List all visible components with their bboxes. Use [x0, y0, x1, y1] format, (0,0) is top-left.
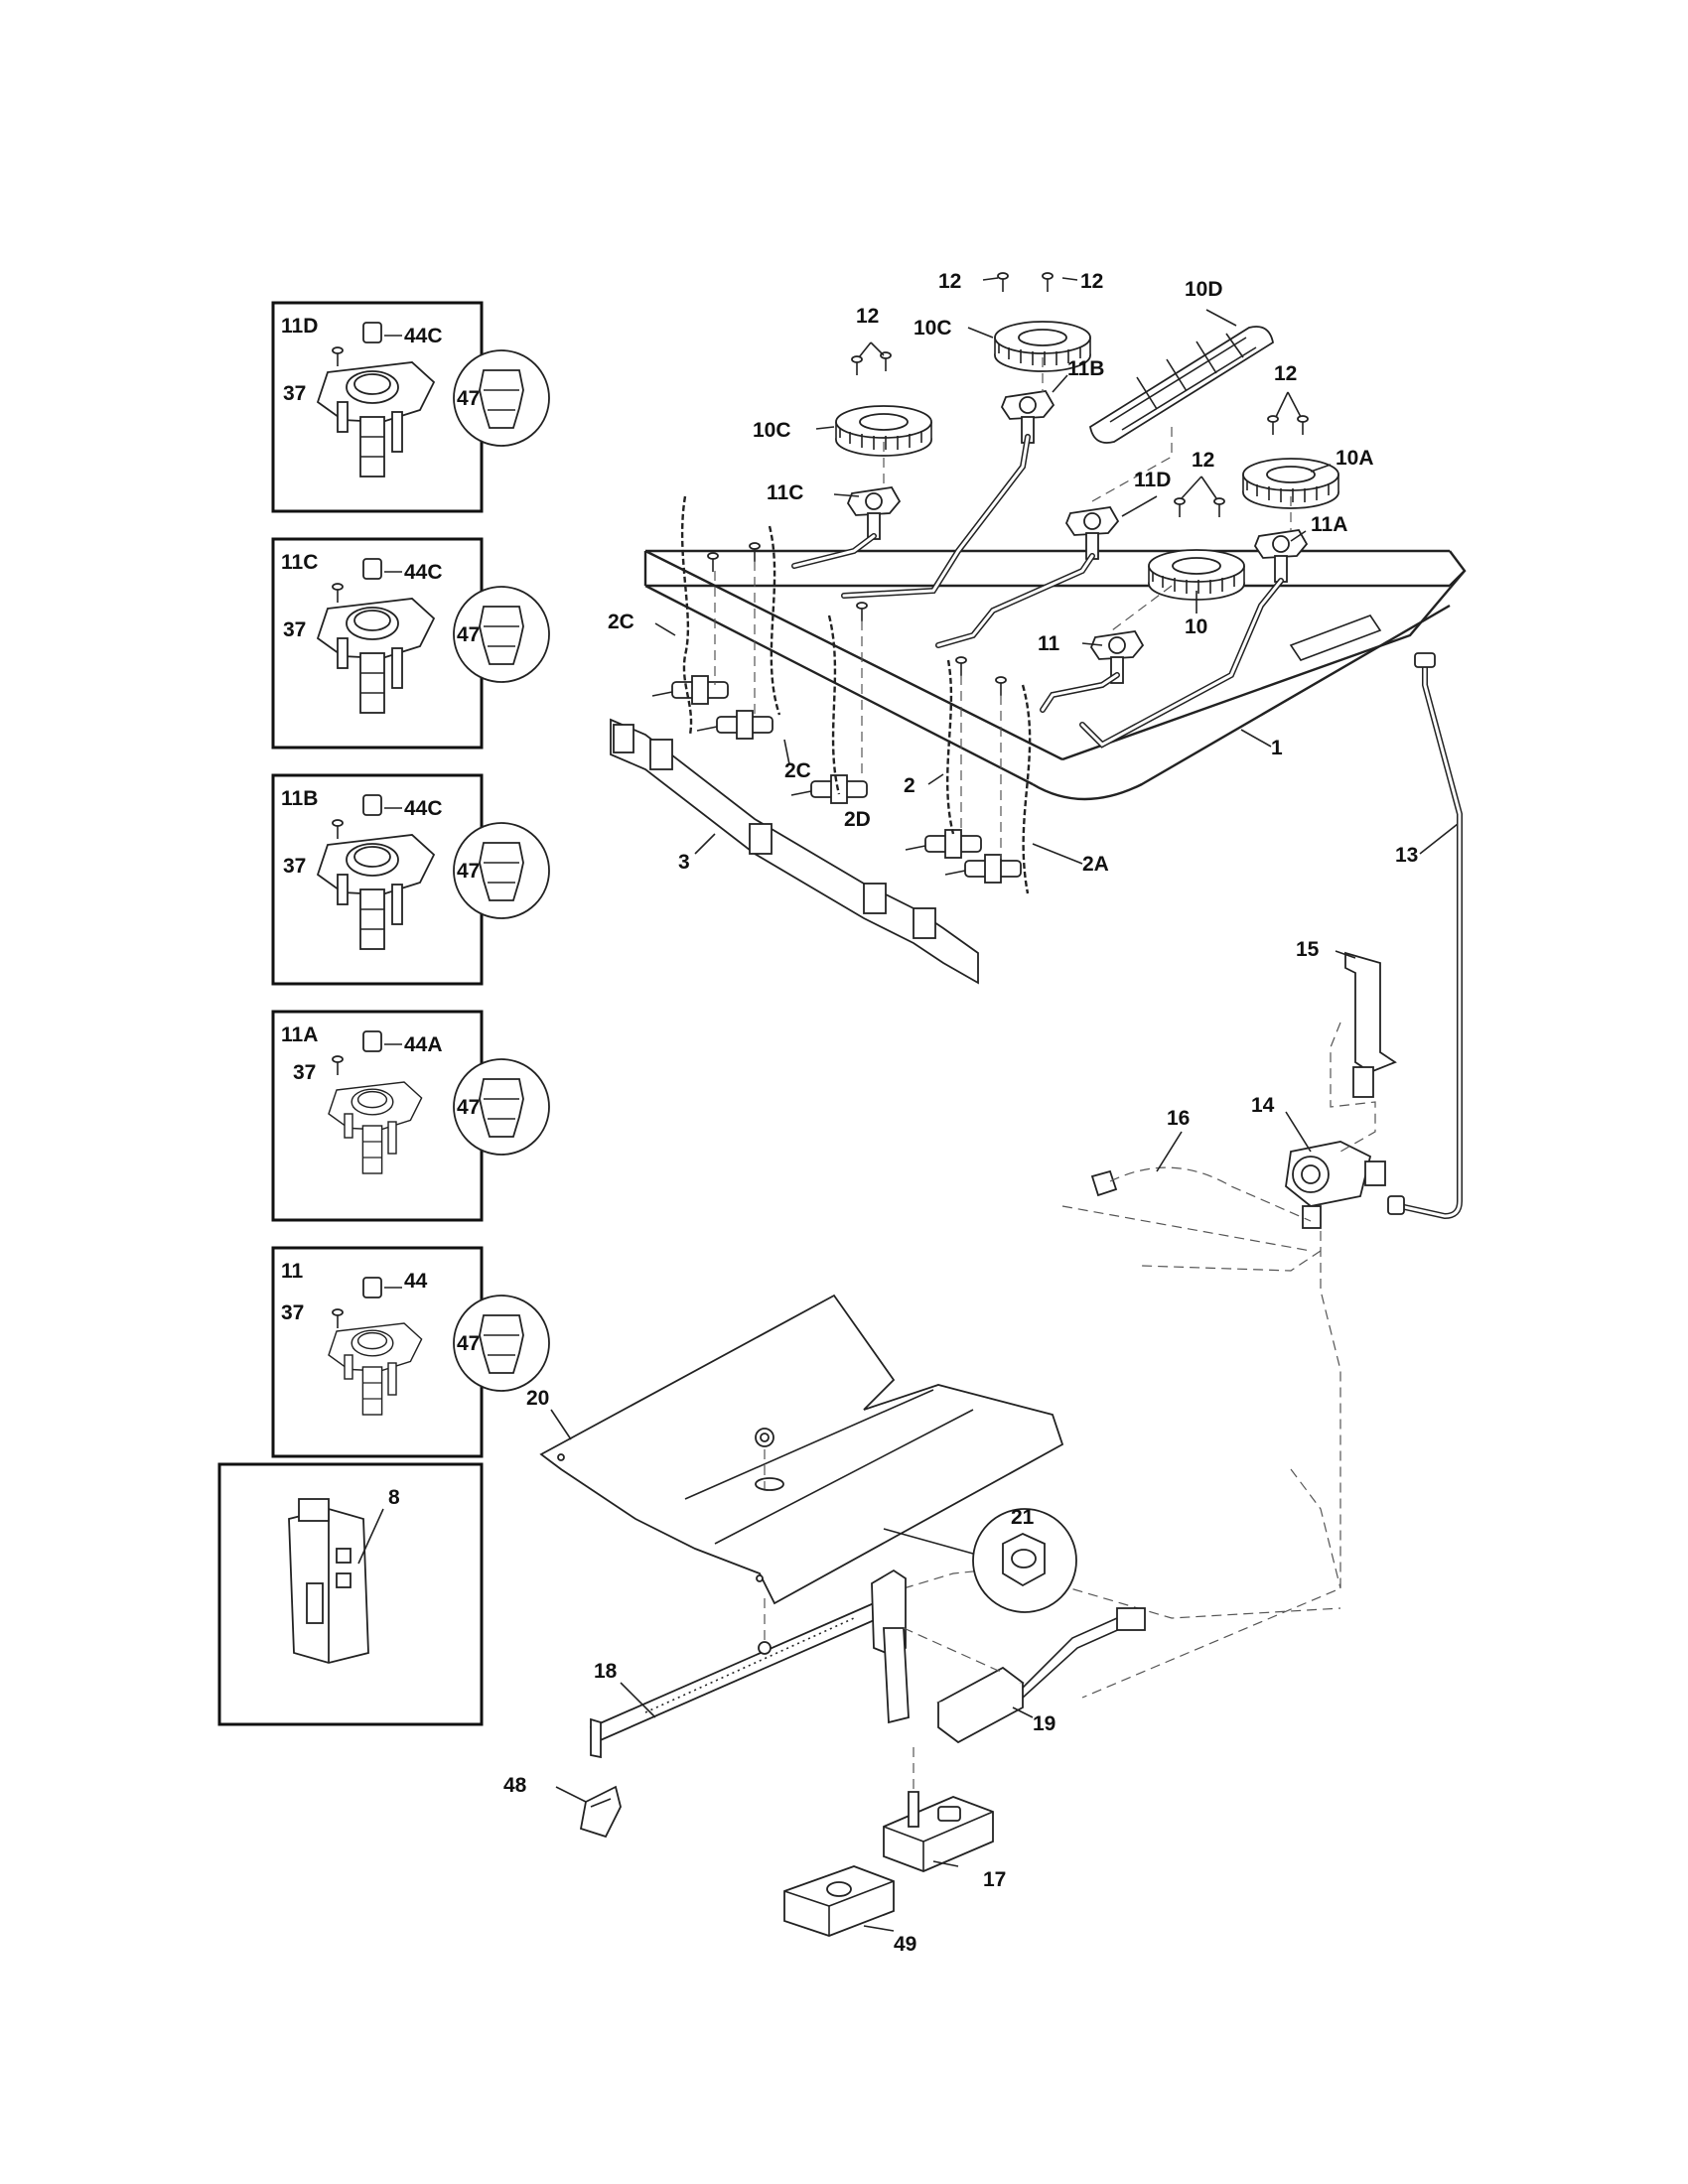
burner-valve-11C: [847, 486, 901, 540]
callout: 13: [1395, 844, 1418, 867]
spark-module-icon: [288, 1498, 369, 1664]
callout: 11A: [1311, 513, 1347, 536]
callout: 16: [1167, 1107, 1190, 1130]
callout: 10: [1185, 615, 1207, 638]
screw-label: 37: [283, 618, 306, 641]
cap-label: 44C: [404, 561, 443, 584]
callout: 12: [938, 270, 961, 293]
callout: 2C: [608, 611, 634, 633]
valve-bracket: [783, 1865, 895, 1937]
callout-labels: 12 12 10D 12 10C 11B 12 10C 10A 12 11C 1…: [503, 270, 1418, 1956]
burner-bracket: [579, 1785, 622, 1839]
callout: 2A: [1082, 853, 1109, 876]
callout: 12: [856, 305, 879, 328]
alignment-lines: [714, 357, 1292, 859]
orifice-label: 47: [457, 1096, 480, 1119]
callout: 3: [678, 851, 690, 874]
callout: 10C: [753, 419, 791, 442]
screw-label: 37: [283, 855, 306, 878]
callout: 12: [1192, 449, 1214, 472]
cap-label: 44C: [404, 797, 443, 820]
detail-panel-11B: 11B 44C 37 47: [271, 773, 550, 986]
safety-valve: [883, 1747, 994, 1872]
callout: 10C: [914, 317, 952, 340]
orifice-label: 47: [457, 1332, 480, 1355]
screw-label: 37: [281, 1301, 304, 1324]
callout: 11C: [767, 481, 803, 504]
burner-rail: [610, 718, 979, 985]
burner-cap-icon: [362, 322, 382, 343]
callout: 11D: [1134, 469, 1171, 491]
callout: 19: [1033, 1712, 1055, 1735]
callout: 49: [894, 1933, 916, 1956]
cap-label: 44A: [404, 1033, 443, 1056]
panel-title: 11C: [281, 551, 318, 574]
callout: 12: [1274, 362, 1297, 385]
callout: 15: [1296, 938, 1320, 961]
igniter-wires: [680, 495, 1032, 894]
callout: 20: [526, 1387, 549, 1410]
callout: 48: [503, 1774, 527, 1797]
callout: 2C: [784, 759, 811, 782]
burner-cap-icon: [362, 558, 382, 580]
orifice-label: 47: [457, 623, 480, 646]
detail-panel-11A: 11A 44A 37 47: [271, 1010, 550, 1222]
callout: 11: [1038, 632, 1060, 655]
detail-panel-11D: 11D 44C 37 47: [271, 301, 550, 513]
regulator-bracket: [1330, 951, 1397, 1153]
panel-title: 11: [281, 1260, 304, 1283]
burner-cap-icon: [362, 1030, 382, 1052]
detail-panel-11C: 11C 44C 37 47: [271, 537, 550, 750]
manifold-pipe: [643, 549, 1467, 801]
panel-title: 11D: [281, 315, 318, 338]
callout: 11B: [1067, 357, 1104, 380]
oven-igniter: [903, 1607, 1146, 1744]
callout: 14: [1251, 1094, 1275, 1117]
orifice-label: 47: [457, 387, 480, 410]
callout: 1: [1271, 737, 1283, 759]
leader-lines: [550, 277, 1459, 1932]
callout: 2D: [844, 808, 871, 831]
callout: 17: [983, 1868, 1006, 1891]
panel-title: 11A: [281, 1024, 318, 1046]
callout: 10A: [1336, 447, 1374, 470]
cap-label: 44: [404, 1270, 428, 1293]
grid-burner-10D: [1088, 326, 1275, 444]
spark-module-panel: 8: [217, 1462, 484, 1726]
fitting-16: [1061, 1166, 1312, 1252]
callout: 2: [904, 774, 915, 797]
callout: 21: [1011, 1506, 1035, 1529]
screw-label: 37: [283, 382, 306, 405]
gas-supply-line: [1387, 652, 1463, 1220]
callout: 12: [1080, 270, 1103, 293]
oven-burner: [589, 1569, 910, 1759]
regulator: [1285, 1141, 1386, 1229]
module-label: 8: [388, 1486, 400, 1509]
orifice-label: 47: [457, 860, 480, 883]
callout: 18: [594, 1660, 618, 1683]
screw-label: 37: [293, 1061, 316, 1084]
heat-shield: [539, 1294, 1064, 1605]
callout: 10D: [1185, 278, 1223, 301]
burner-cap-icon: [362, 794, 382, 816]
cap-label: 44C: [404, 325, 443, 347]
gas-tubes: [791, 434, 1284, 749]
panel-title: 11B: [281, 787, 318, 810]
nut-detail: [883, 1508, 1077, 1613]
detail-panel-11: 11 44 37 47: [271, 1246, 550, 1458]
burner-valve-11A: [1254, 529, 1308, 583]
burner-cap-icon: [362, 1277, 382, 1298]
